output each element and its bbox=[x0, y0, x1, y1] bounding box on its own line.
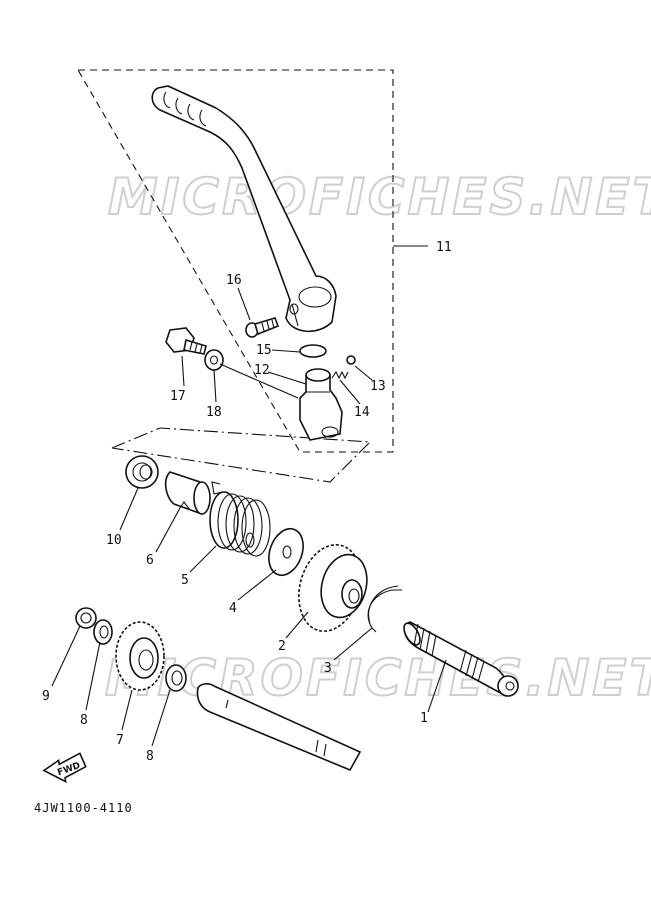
callout-4: 4 bbox=[229, 601, 237, 616]
ball-13 bbox=[346, 355, 356, 365]
callout-10: 10 bbox=[106, 533, 122, 548]
kick-crank-lever bbox=[151, 85, 337, 333]
callout-16: 16 bbox=[226, 273, 242, 288]
watermark-top: MICROFICHES.NET bbox=[108, 168, 651, 226]
kick-boss-12 bbox=[299, 368, 343, 441]
callout-7: 7 bbox=[116, 733, 124, 748]
bolt-17 bbox=[165, 327, 207, 355]
callout-3: 3 bbox=[324, 661, 332, 676]
callout-2: 2 bbox=[278, 639, 286, 654]
washer-4 bbox=[268, 527, 304, 577]
callout-11: 11 bbox=[436, 240, 452, 255]
kick-axle-1 bbox=[403, 621, 519, 697]
callout-15: 15 bbox=[256, 343, 272, 358]
washer-8-upper bbox=[93, 619, 113, 645]
collar-6 bbox=[164, 471, 211, 515]
circlip-3 bbox=[367, 585, 402, 633]
idler-gear-7 bbox=[115, 621, 165, 691]
spring-14 bbox=[331, 370, 349, 380]
washer-18 bbox=[204, 349, 299, 399]
washer-8-lower bbox=[165, 664, 187, 692]
callout-14: 14 bbox=[354, 405, 370, 420]
callout-9: 9 bbox=[42, 689, 50, 704]
kick-spring-5 bbox=[209, 481, 271, 557]
shaft bbox=[196, 683, 362, 772]
kick-gear-2 bbox=[298, 543, 368, 633]
callout-17: 17 bbox=[170, 389, 186, 404]
alignment-line bbox=[111, 427, 372, 483]
bolt-16 bbox=[245, 317, 280, 338]
callout-12: 12 bbox=[254, 363, 270, 378]
circlip-15 bbox=[299, 344, 327, 358]
callout-1: 1 bbox=[420, 711, 428, 726]
callout-13: 13 bbox=[370, 379, 386, 394]
oil-seal-10 bbox=[125, 455, 159, 489]
callout-8-upper: 8 bbox=[80, 713, 88, 728]
watermark-bottom: MICROFICHES.NET bbox=[105, 649, 651, 707]
kick-crank-assembly-boundary bbox=[77, 69, 428, 453]
fwd-arrow-icon: FWD bbox=[42, 752, 87, 784]
callout-18: 18 bbox=[206, 405, 222, 420]
leader-lines bbox=[51, 287, 447, 747]
diagram-code: 4JW1100-4110 bbox=[34, 801, 133, 815]
washer-9 bbox=[75, 607, 97, 629]
callout-6: 6 bbox=[146, 553, 154, 568]
callout-5: 5 bbox=[181, 573, 189, 588]
callout-8-lower: 8 bbox=[146, 749, 154, 764]
